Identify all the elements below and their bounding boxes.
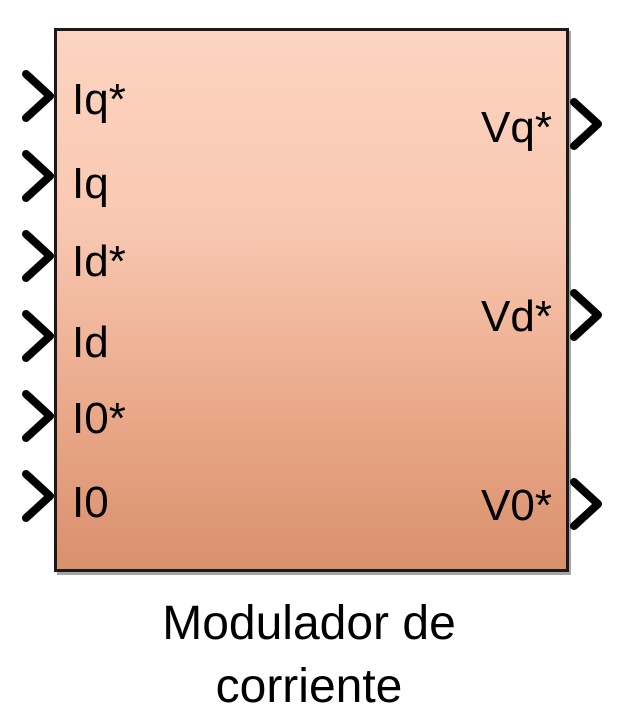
input-port-arrow-id[interactable] [22, 310, 54, 362]
input-port-label: Iq [72, 159, 109, 208]
input-port-arrow-id-star[interactable] [22, 230, 54, 282]
block-caption-line-1: Modulador de [162, 597, 456, 650]
input-port-label: I0 [72, 478, 109, 527]
input-port-label: Id [72, 318, 109, 367]
output-port-arrow-v0-star[interactable] [570, 478, 602, 530]
input-port-arrow-iq[interactable] [22, 150, 54, 202]
input-port-arrow-i0-star[interactable] [22, 390, 54, 442]
output-port-arrow-vd-star[interactable] [570, 289, 602, 341]
input-port-label: I0* [72, 394, 126, 443]
block-caption-line-2: corriente [215, 660, 403, 713]
output-port-label: Vq* [481, 103, 552, 152]
input-port-label: Iq* [72, 75, 126, 124]
output-port-label: V0* [481, 481, 552, 530]
input-port-label: Id* [72, 237, 126, 286]
input-port-arrow-i0[interactable] [22, 470, 54, 522]
output-port-label: Vd* [481, 292, 552, 341]
block-border [54, 28, 569, 572]
block-fill [56, 30, 566, 570]
input-port-arrow-iq-star[interactable] [22, 70, 54, 122]
output-port-arrow-vq-star[interactable] [570, 98, 602, 150]
